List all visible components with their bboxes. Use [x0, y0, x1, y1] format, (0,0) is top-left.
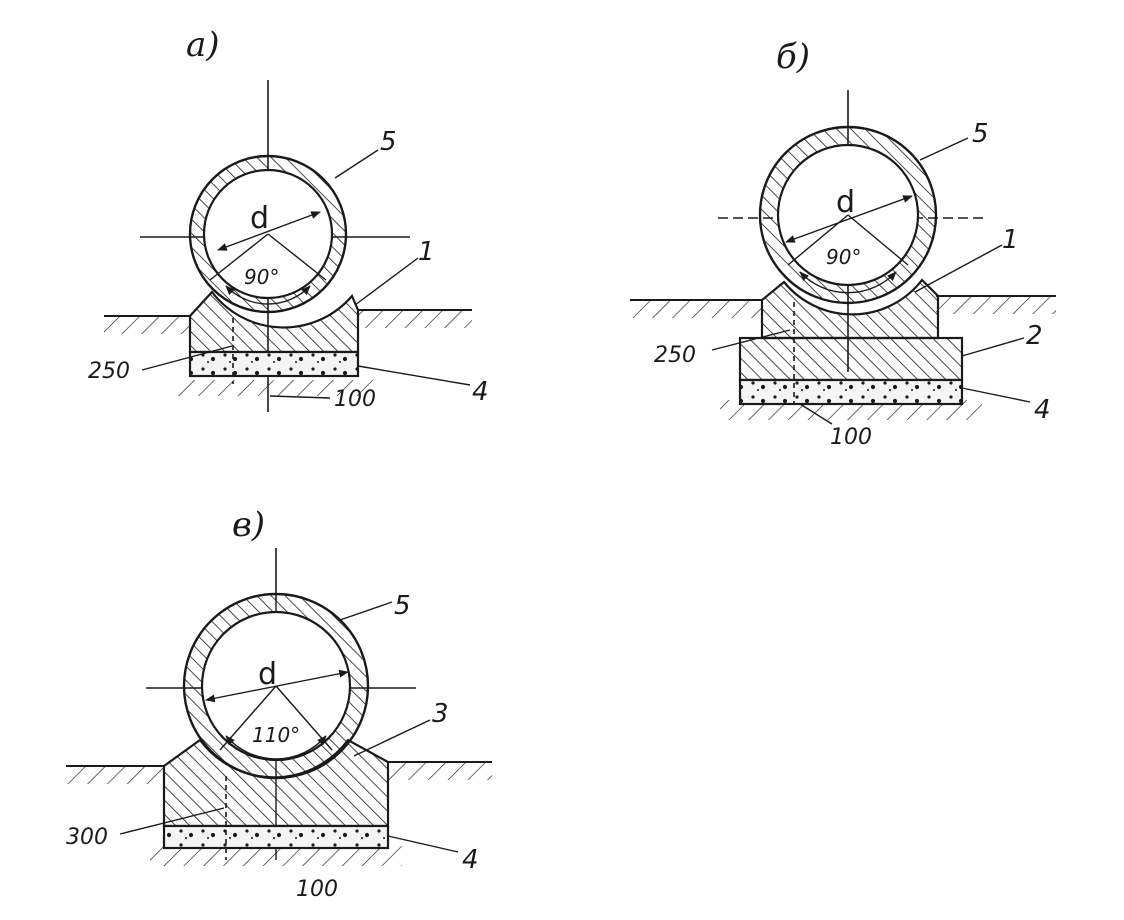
sand-bedding: [188, 350, 360, 378]
diameter-label: d: [258, 657, 277, 692]
callout-pipe: 5: [972, 119, 989, 149]
angle-label: 110°: [252, 723, 300, 747]
angle-label: 90°: [244, 265, 279, 289]
dimension-height: 250: [88, 359, 130, 384]
panel-c: в) d 110° 5 3 4 300 100: [66, 505, 492, 902]
panel-c-title: в): [232, 505, 265, 545]
concrete-base: [188, 290, 360, 354]
callout-sand: 4: [472, 377, 489, 407]
reinforced-slab: [738, 336, 964, 382]
dimension-bedding: 100: [296, 877, 338, 902]
panel-a-title: а): [186, 25, 220, 65]
panel-a: а) d 90° 5 1 4 250 100: [88, 25, 489, 412]
callout-sand: 4: [1034, 395, 1051, 425]
ground-surface: [104, 309, 472, 396]
angle-label: 90°: [826, 245, 861, 269]
dimension-bedding: 100: [334, 387, 376, 412]
diameter-label: d: [836, 185, 855, 220]
panel-b-title: б): [776, 37, 810, 77]
callout-slab: 2: [1026, 321, 1043, 351]
callout-base: 3: [432, 699, 449, 729]
callout-pipe: 5: [380, 127, 397, 157]
diameter-label: d: [250, 201, 269, 236]
ground-surface: [66, 761, 492, 866]
dimension-height: 300: [66, 825, 108, 850]
callout-sand: 4: [462, 845, 479, 875]
sand-bedding: [738, 378, 964, 406]
callout-base: 1: [418, 237, 435, 267]
dimension-height: 250: [654, 343, 696, 368]
callout-base: 1: [1002, 225, 1019, 255]
sand-bedding: [162, 824, 390, 850]
dimension-bedding: 100: [830, 425, 872, 450]
concrete-base: [760, 278, 940, 340]
panel-b: б) d 90° 5 1 2 4 250: [630, 37, 1056, 450]
callout-pipe: 5: [394, 591, 411, 621]
